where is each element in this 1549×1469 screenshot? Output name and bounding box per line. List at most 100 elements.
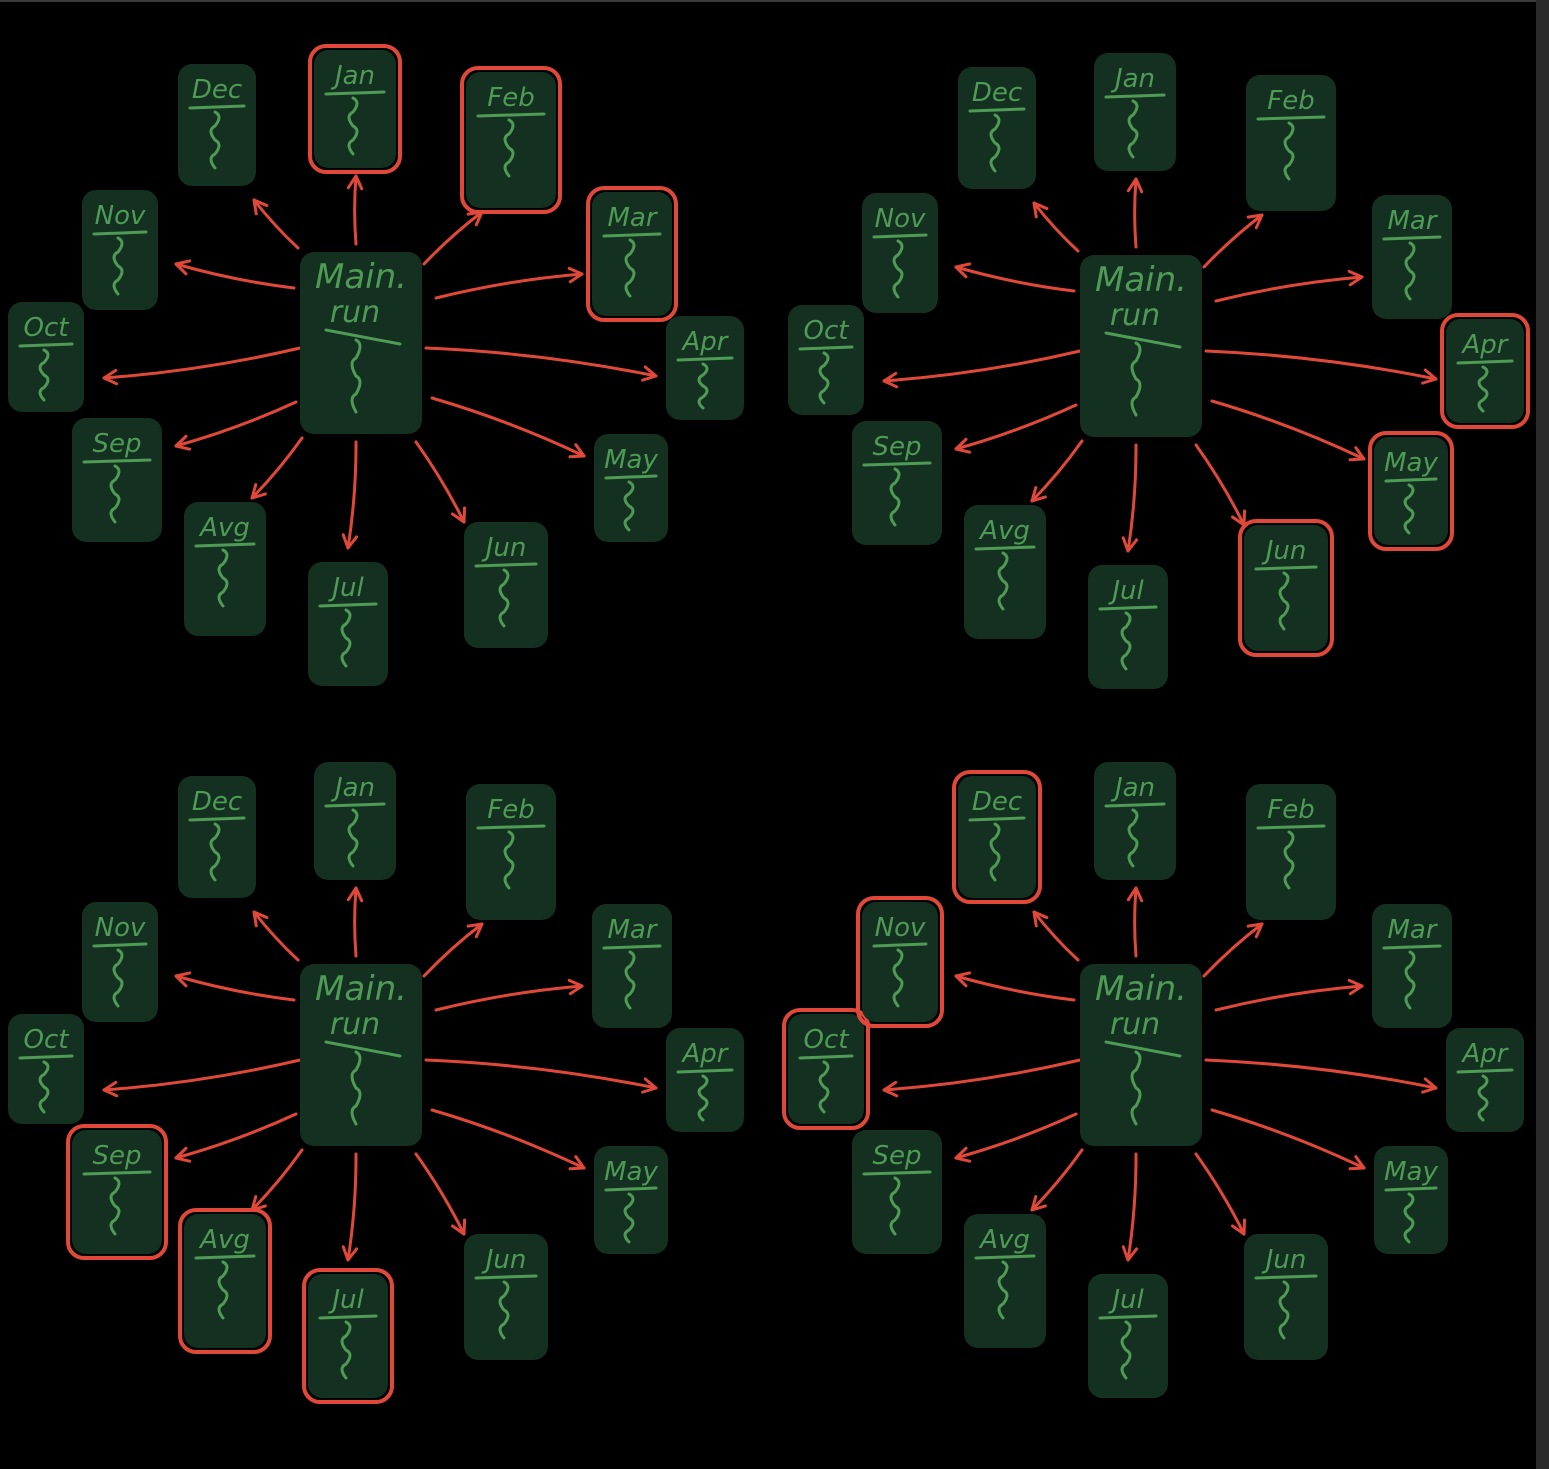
arrow-mar [434,272,584,300]
month-label-nov: Nov [875,204,926,234]
month-node-nov: Nov [862,193,938,313]
arrow-oct [882,1058,1082,1092]
month-node-dec: Dec [958,67,1036,189]
month-label-avg: Avg [978,1225,1030,1255]
month-node-nov: Nov [856,896,944,1028]
month-node-avg: Avg [178,1208,272,1354]
highlight-oct [782,1008,870,1130]
arrow-feb [422,922,484,978]
month-label-dec: Dec [192,75,242,105]
month-label-feb: Feb [487,83,534,113]
month-node-may: May [594,434,668,542]
panel-3: Main.runJanFebMarAprMayJunJulAvgSepOctNo… [8,762,744,1404]
panel-4: Main.runJanFebMarAprMayJunJulAvgSepOctNo… [782,762,1524,1398]
month-node-dec: Dec [178,776,256,898]
month-label-mar: Mar [1387,915,1438,945]
month-node-apr: Apr [666,316,744,420]
main-run-label-line1: Main. [315,257,407,297]
month-label-avg: Avg [198,1225,250,1255]
arrow-sep [174,1112,298,1160]
arrow-apr [1204,349,1438,381]
arrow-dec [252,910,300,962]
month-label-may: May [1384,1157,1438,1187]
arrow-jul [346,1152,358,1262]
main-run-label-line1: Main. [315,969,407,1009]
month-node-oct: Oct [8,1014,84,1124]
month-label-nov: Nov [875,913,926,943]
month-label-jan: Jan [330,773,375,803]
arrow-jan [1133,177,1138,249]
month-label-feb: Feb [1267,795,1314,825]
main-run-node: Main.run [300,252,422,434]
month-label-avg: Avg [978,516,1030,546]
month-label-oct: Oct [24,1025,70,1055]
month-label-sep: Sep [872,432,921,462]
month-node-jul: Jul [1088,565,1168,689]
main-run-node: Main.run [1080,964,1202,1146]
arrow-sep [954,1112,1078,1160]
month-label-mar: Mar [1387,206,1438,236]
month-label-may: May [604,1157,658,1187]
arrow-oct [102,1058,302,1092]
month-node-jan: Jan [1094,762,1176,880]
arrow-nov [174,262,296,290]
arrow-jun [1194,1152,1246,1236]
arrow-avg [1030,439,1084,503]
month-label-oct: Oct [804,316,850,346]
month-node-may: May [1368,431,1454,551]
month-node-apr: Apr [1446,1028,1524,1132]
main-run-node: Main.run [1080,255,1202,437]
month-node-jan: Jan [314,762,396,880]
month-node-jun: Jun [1244,1234,1328,1360]
month-node-avg: Avg [184,502,266,636]
arrow-sep [174,400,298,448]
arrow-may [1210,1108,1366,1170]
month-label-may: May [604,445,658,475]
highlight-jun [1238,519,1334,657]
month-label-sep: Sep [872,1141,921,1171]
month-node-feb: Feb [1246,784,1336,920]
arrow-jul [1126,443,1138,553]
month-node-oct: Oct [788,305,864,415]
arrow-avg [1030,1148,1084,1212]
month-node-dec: Dec [952,770,1042,904]
month-node-mar: Mar [592,904,672,1028]
month-label-feb: Feb [1267,86,1314,116]
month-label-jul: Jul [327,573,364,603]
panel-1: Main.runJanFebMarAprMayJunJulAvgSepOctNo… [8,44,744,686]
highlight-jul [302,1268,394,1404]
month-node-avg: Avg [964,505,1046,639]
month-node-feb: Feb [460,66,562,214]
arrow-may [1210,399,1366,461]
arrow-apr [424,346,658,378]
month-label-nov: Nov [95,201,146,231]
month-label-oct: Oct [804,1025,850,1055]
top-border [0,0,1549,2]
arrow-mar [1214,275,1364,303]
arrow-dec [252,198,300,250]
highlight-sep [66,1124,168,1260]
month-label-nov: Nov [95,913,146,943]
arrow-dec [1032,910,1080,962]
arrow-feb [1202,213,1264,269]
month-node-jun: Jun [1238,519,1334,657]
month-label-jul: Jul [1107,576,1144,606]
month-node-oct: Oct [8,302,84,412]
month-node-jun: Jun [464,1234,548,1360]
right-border [1536,0,1549,1469]
month-node-may: May [1374,1146,1448,1254]
month-node-may: May [594,1146,668,1254]
highlight-mar [586,186,678,322]
arrow-avg [250,436,304,500]
highlight-nov [856,896,944,1028]
highlight-dec [952,770,1042,904]
month-node-jan: Jan [308,44,402,174]
month-label-mar: Mar [607,915,658,945]
arrow-jun [414,1152,466,1236]
arrow-feb [422,210,484,266]
arrow-nov [954,974,1076,1002]
month-label-dec: Dec [192,787,242,817]
arrow-apr [1204,1058,1438,1090]
month-label-apr: Apr [681,1039,730,1069]
